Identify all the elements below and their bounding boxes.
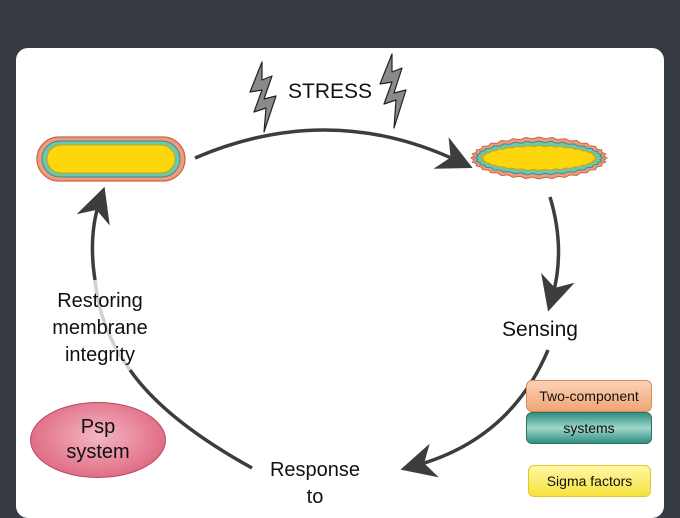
arrow-damage-to-sensing	[541, 196, 575, 312]
arrow-sensing-to-response	[400, 349, 550, 478]
stress-response-cycle-diagram	[36, 53, 608, 478]
arrow-restoring-to-healthy	[76, 186, 110, 281]
stress-label: STRESS	[287, 80, 373, 103]
arrow-restoring-faded-segment	[93, 279, 132, 372]
stressed-cell-layer-2	[479, 144, 599, 172]
arrow-stress-to-damage	[194, 128, 473, 169]
healthy-cell-icon	[36, 136, 186, 182]
response-label: Response to	[269, 459, 361, 508]
sensing-label: Sensing	[502, 318, 578, 341]
arrow-response-to-restoring	[128, 368, 253, 470]
restoring-label: Restoring membrane integrity	[52, 290, 148, 366]
lightning-bolt-left-icon	[249, 61, 277, 133]
lightning-bolt-right-icon	[379, 53, 407, 129]
psp-system-ellipse: Psp system	[30, 402, 166, 478]
sigma-factors-box: Sigma factors	[528, 465, 651, 497]
stressed-cell-icon	[470, 136, 608, 180]
systems-box: systems	[526, 412, 652, 444]
two-component-box: Two-component	[526, 380, 652, 412]
